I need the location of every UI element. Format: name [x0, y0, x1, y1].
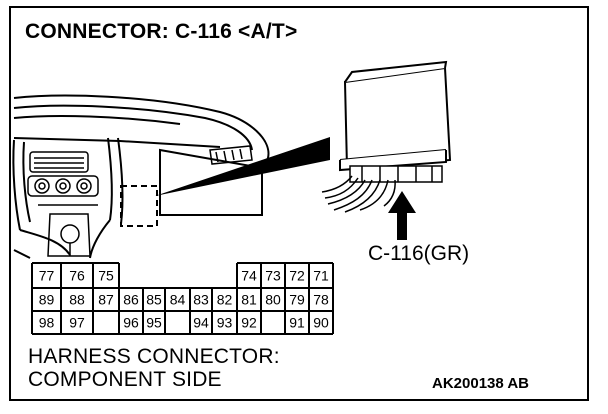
pin-label: 82: [217, 292, 233, 308]
pin-label: 73: [265, 268, 281, 284]
wiring-harness: [321, 175, 396, 213]
ecu-module: [339, 60, 452, 183]
pin-label: 91: [289, 315, 305, 331]
caption-line-1: HARNESS CONNECTOR:: [28, 345, 280, 368]
projection-wedge: [155, 137, 330, 196]
pin-label: 88: [69, 292, 85, 308]
pin-label: 93: [217, 315, 233, 331]
pin-label: 83: [193, 292, 209, 308]
pin-label: 78: [313, 292, 329, 308]
air-vents: [29, 145, 253, 173]
pin-label: 75: [98, 268, 114, 284]
pin-label: 87: [98, 292, 114, 308]
connector-title: CONNECTOR: C-116 <A/T>: [25, 20, 298, 43]
shift-lever: [38, 204, 98, 257]
climate-knobs: [27, 175, 99, 197]
pin-label: 81: [241, 292, 257, 308]
caption-line-2: COMPONENT SIDE: [28, 368, 222, 391]
connector-callout-label: C-116(GR): [368, 242, 470, 265]
diagram-frame: [9, 6, 589, 401]
pin-label: 95: [146, 315, 162, 331]
pin-label: 92: [241, 315, 257, 331]
pin-label: 71: [313, 268, 329, 284]
pin-label: 79: [289, 292, 305, 308]
pin-label: 98: [39, 315, 55, 331]
pin-label: 74: [241, 268, 257, 284]
pin-label: 80: [265, 292, 281, 308]
pin-label: 85: [146, 292, 162, 308]
callout-arrow: [388, 191, 416, 240]
ecu-location-marker: [120, 185, 158, 227]
pin-label: 90: [313, 315, 329, 331]
pin-label: 97: [69, 315, 85, 331]
pin-label: 86: [123, 292, 139, 308]
pin-label: 84: [170, 292, 186, 308]
pin-label: 94: [193, 315, 209, 331]
pin-label: 72: [289, 268, 305, 284]
pin-label: 89: [39, 292, 55, 308]
figure-code: AK200138 AB: [432, 375, 529, 392]
pin-label: 76: [69, 268, 85, 284]
pin-label: 77: [39, 268, 55, 284]
pin-label: 96: [123, 315, 139, 331]
